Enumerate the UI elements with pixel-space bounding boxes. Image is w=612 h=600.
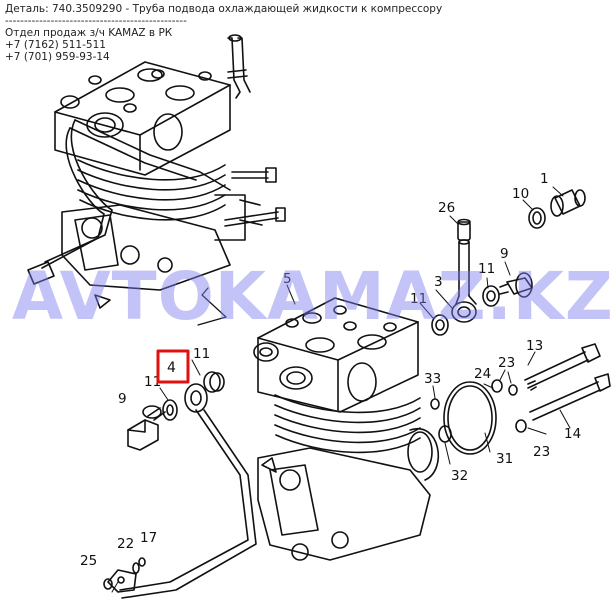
sales-department: Отдел продаж з/ч KAMAZ в РК <box>5 27 173 39</box>
callout-32[interactable]: 32 <box>451 468 468 484</box>
callout-17[interactable]: 17 <box>140 530 157 546</box>
callout-23-bottom[interactable]: 23 <box>533 444 550 460</box>
callout-9-left[interactable]: 9 <box>118 391 127 407</box>
loose-parts <box>103 189 611 599</box>
callout-3[interactable]: 3 <box>434 274 443 290</box>
callout-14[interactable]: 14 <box>564 426 581 442</box>
callout-11-top[interactable]: 11 <box>478 261 495 277</box>
callout-labels: 1 10 26 9 3 11 5 11 13 23 24 33 11 11 9 … <box>80 171 581 569</box>
leader-lines <box>111 186 571 593</box>
header-divider: ----------------------------------------… <box>5 15 187 27</box>
phone-2[interactable]: +7 (701) 959-93-14 <box>5 51 110 63</box>
highlighted-callout-4[interactable]: 4 <box>156 349 190 384</box>
callout-22[interactable]: 22 <box>117 536 134 552</box>
callout-31[interactable]: 31 <box>496 451 513 467</box>
callout-26[interactable]: 26 <box>438 200 455 216</box>
callout-5[interactable]: 5 <box>283 271 292 287</box>
part-title: Деталь: 740.3509290 - Труба подвода охла… <box>5 3 443 15</box>
callout-13[interactable]: 13 <box>526 338 543 354</box>
callout-11-mid[interactable]: 11 <box>410 291 427 307</box>
callout-23-top[interactable]: 23 <box>498 355 515 371</box>
callout-33[interactable]: 33 <box>424 371 441 387</box>
callout-24[interactable]: 24 <box>474 366 491 382</box>
callout-11-left-top[interactable]: 11 <box>193 346 210 362</box>
top-compressor-assembly <box>27 34 286 326</box>
callout-4[interactable]: 4 <box>167 360 176 376</box>
callout-10[interactable]: 10 <box>512 186 529 202</box>
callout-1[interactable]: 1 <box>540 171 549 187</box>
callout-25[interactable]: 25 <box>80 553 97 569</box>
callout-9-right[interactable]: 9 <box>500 246 509 262</box>
phone-1[interactable]: +7 (7162) 511-511 <box>5 39 106 51</box>
bottom-compressor-assembly <box>253 297 440 561</box>
